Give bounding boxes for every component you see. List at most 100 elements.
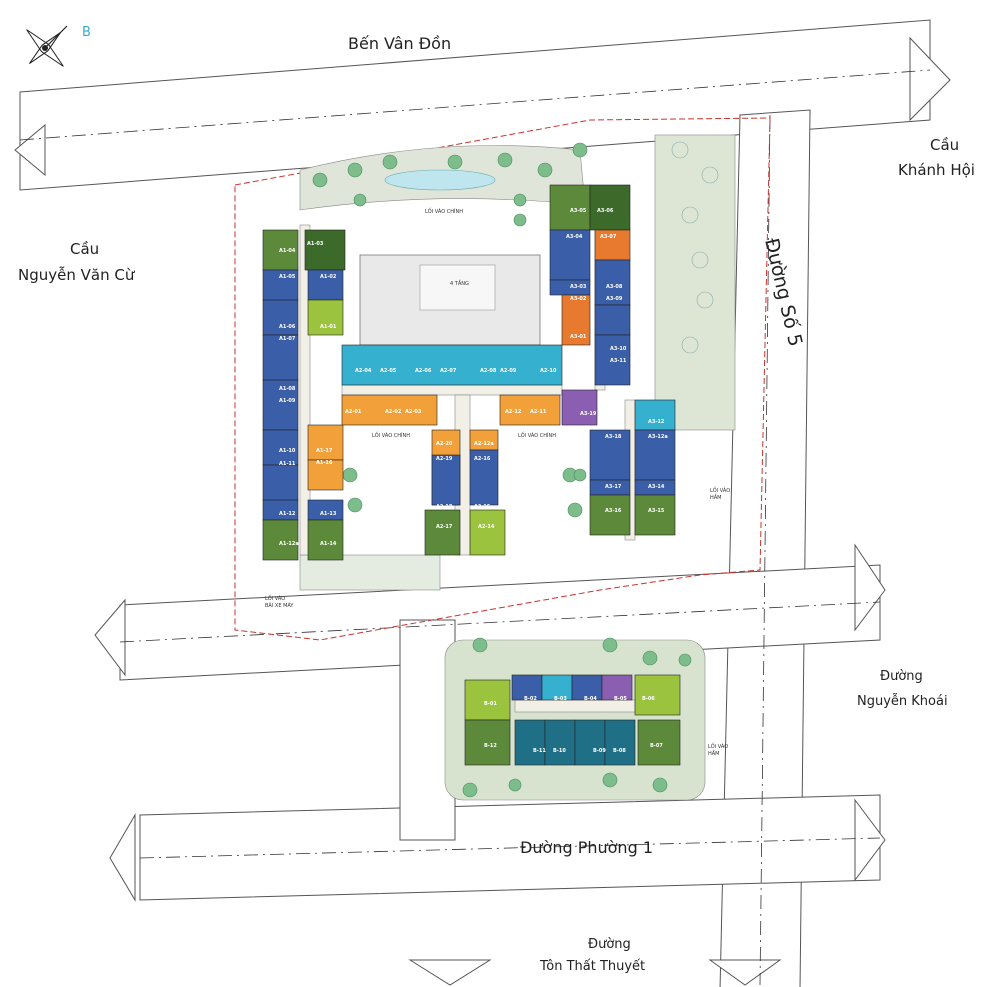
svg-text:A2-12: A2-12 (505, 409, 522, 415)
unit[interactable] (341, 344, 563, 386)
svg-text:A2-09: A2-09 (500, 368, 517, 374)
street-ben-van-don: Bến Vân Đồn (348, 34, 451, 53)
unit[interactable] (574, 719, 606, 766)
road-ben-van-don (19, 19, 931, 191)
svg-text:B-05: B-05 (614, 696, 627, 702)
unit[interactable] (499, 394, 561, 426)
road-arrow-east-top (909, 36, 951, 122)
street-cau-nvc-2: Nguyễn Văn Cừ (18, 266, 136, 284)
road-arrow-west-top (14, 123, 46, 177)
unit[interactable] (541, 674, 573, 701)
unit[interactable] (589, 429, 631, 481)
street-phuong-1: Đường Phường 1 (520, 838, 653, 857)
svg-text:A1-11: A1-11 (279, 461, 296, 467)
unit[interactable] (514, 719, 546, 766)
unit[interactable] (262, 519, 299, 561)
compass-icon (26, 25, 68, 67)
hamlet-entry-1: LỐI VÀO (710, 486, 730, 494)
svg-text:A1-04: A1-04 (279, 248, 296, 254)
road-arrow-south-1 (408, 959, 492, 986)
site-boundary (234, 117, 771, 641)
unit[interactable] (469, 449, 499, 506)
svg-text:A3-11: A3-11 (610, 358, 627, 364)
podium: 4 TẦNG (359, 254, 541, 346)
unit[interactable] (262, 269, 299, 301)
svg-text:A2-14: A2-14 (478, 524, 495, 530)
svg-text:A2-03: A2-03 (405, 409, 422, 415)
street-nk-2: Nguyễn Khoái (857, 694, 948, 709)
hamlet-entry-2b: HẦM (708, 749, 720, 757)
svg-text:A1-12a: A1-12a (279, 541, 299, 547)
unit[interactable] (262, 379, 299, 431)
unit[interactable] (589, 494, 631, 536)
svg-text:B-08: B-08 (613, 748, 626, 754)
unit[interactable] (262, 464, 299, 501)
block-a1 (262, 229, 346, 561)
unit[interactable] (601, 674, 633, 701)
unit[interactable] (424, 509, 461, 556)
unit[interactable] (544, 719, 576, 766)
svg-text:B-11: B-11 (533, 748, 546, 754)
svg-text:A1-09: A1-09 (279, 398, 296, 404)
svg-text:A3-12: A3-12 (648, 419, 665, 425)
road-arrow-south-2 (708, 959, 782, 986)
unit[interactable] (307, 424, 344, 461)
unit[interactable] (262, 229, 299, 271)
site-labels: LỐI VÀO CHÍNH LỐI VÀO CHÍNH LỐI VÀO CHÍN… (265, 207, 730, 757)
unit[interactable] (304, 229, 346, 271)
svg-text:A1-14: A1-14 (320, 541, 337, 547)
unit[interactable] (307, 299, 344, 336)
svg-text:A1-12: A1-12 (279, 511, 296, 517)
unit[interactable] (589, 184, 631, 231)
svg-text:A1-16: A1-16 (316, 460, 333, 466)
svg-text:A2-19: A2-19 (436, 456, 453, 462)
street-cau-kh-1: Cầu (930, 136, 959, 154)
unit[interactable] (637, 719, 681, 766)
unit[interactable] (594, 304, 631, 336)
unit[interactable] (549, 229, 591, 281)
unit[interactable] (634, 399, 676, 431)
unit[interactable] (469, 429, 499, 451)
unit[interactable] (307, 459, 344, 491)
unit[interactable] (469, 509, 506, 556)
block-a3 (549, 184, 676, 536)
road-arrow-west-low (109, 813, 136, 902)
hamlet-entry-2: LỐI VÀO (708, 742, 728, 750)
unit[interactable] (594, 229, 631, 261)
unit[interactable] (634, 674, 681, 716)
street-cau-kh-2: Khánh Hội (898, 161, 975, 179)
block-b (464, 674, 681, 766)
unit[interactable] (634, 429, 676, 481)
unit[interactable] (341, 394, 438, 426)
svg-text:B-06: B-06 (642, 696, 655, 702)
unit[interactable] (464, 719, 511, 766)
unit[interactable] (561, 294, 591, 346)
main-entry-west: LỐI VÀO CHÍNH (372, 431, 410, 439)
unit[interactable] (262, 499, 299, 521)
unit[interactable] (307, 519, 344, 561)
road-arrow-east-mid (854, 543, 886, 632)
unit[interactable] (594, 334, 631, 386)
trees (312, 142, 692, 798)
bike-parking-2: BÃI XE MÁY (265, 602, 294, 609)
svg-text:A3-09: A3-09 (606, 296, 623, 302)
svg-text:A1-07: A1-07 (279, 336, 296, 342)
unit[interactable] (561, 389, 598, 426)
svg-text:A1-08: A1-08 (279, 386, 296, 392)
unit[interactable] (262, 334, 299, 381)
hamlet-entry-1b: HẦM (710, 493, 722, 501)
svg-text:A3-08: A3-08 (606, 284, 623, 290)
unit[interactable] (464, 679, 511, 721)
unit[interactable] (549, 184, 591, 231)
unit[interactable] (604, 719, 636, 766)
unit[interactable] (262, 299, 299, 336)
svg-text:A3-12a: A3-12a (648, 434, 668, 440)
svg-text:A2-17: A2-17 (436, 524, 453, 530)
unit[interactable] (431, 454, 461, 506)
svg-text:A3-02: A3-02 (570, 296, 587, 302)
unit[interactable] (307, 499, 344, 521)
svg-text:A3-07: A3-07 (600, 234, 617, 240)
unit[interactable] (594, 259, 631, 306)
unit[interactable] (634, 494, 676, 536)
